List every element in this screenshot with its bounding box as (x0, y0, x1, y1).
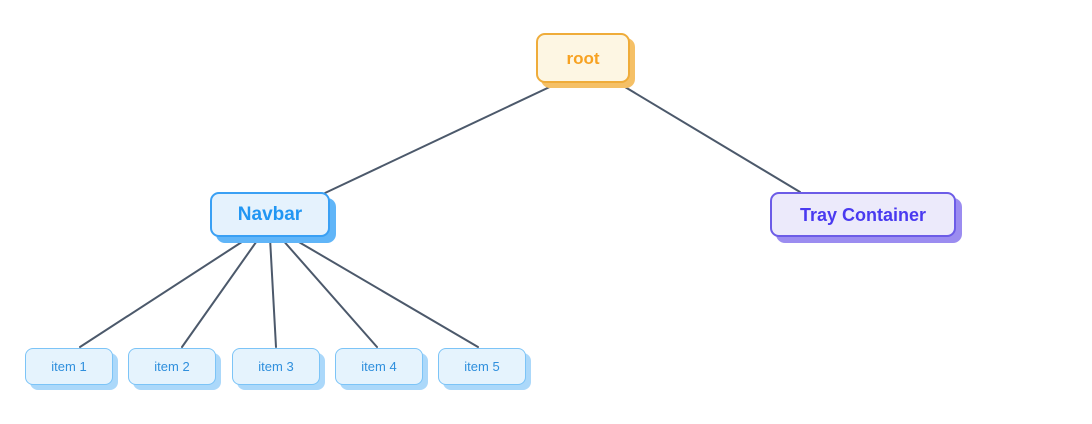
edge-navbar-item-5 (291, 237, 479, 348)
node-item-3-label: item 3 (258, 359, 294, 374)
node-item-1[interactable]: item 1 (25, 348, 113, 385)
node-item-4-label: item 4 (361, 359, 397, 374)
edge-root-navbar (324, 83, 557, 194)
node-tray-container[interactable]: Tray Container (770, 192, 956, 237)
edge-navbar-item-2 (181, 237, 260, 348)
node-item-3[interactable]: item 3 (232, 348, 320, 385)
edge-root-tray-container (619, 83, 801, 193)
node-item-1-label: item 1 (51, 359, 87, 374)
edge-navbar-item-3 (269, 237, 277, 348)
node-navbar[interactable]: Navbar (210, 192, 330, 237)
edge-navbar-item-1 (79, 237, 249, 348)
node-item-2-label: item 2 (154, 359, 190, 374)
node-item-5[interactable]: item 5 (438, 348, 526, 385)
node-root-label: root (566, 48, 600, 68)
node-item-2[interactable]: item 2 (128, 348, 216, 385)
node-item-5-label: item 5 (464, 359, 500, 374)
node-item-4[interactable]: item 4 (335, 348, 423, 385)
edge-navbar-item-4 (280, 237, 378, 348)
node-navbar-label: Navbar (237, 204, 303, 225)
node-tray-container-label: Tray Container (799, 204, 927, 225)
node-root[interactable]: root (536, 33, 630, 83)
